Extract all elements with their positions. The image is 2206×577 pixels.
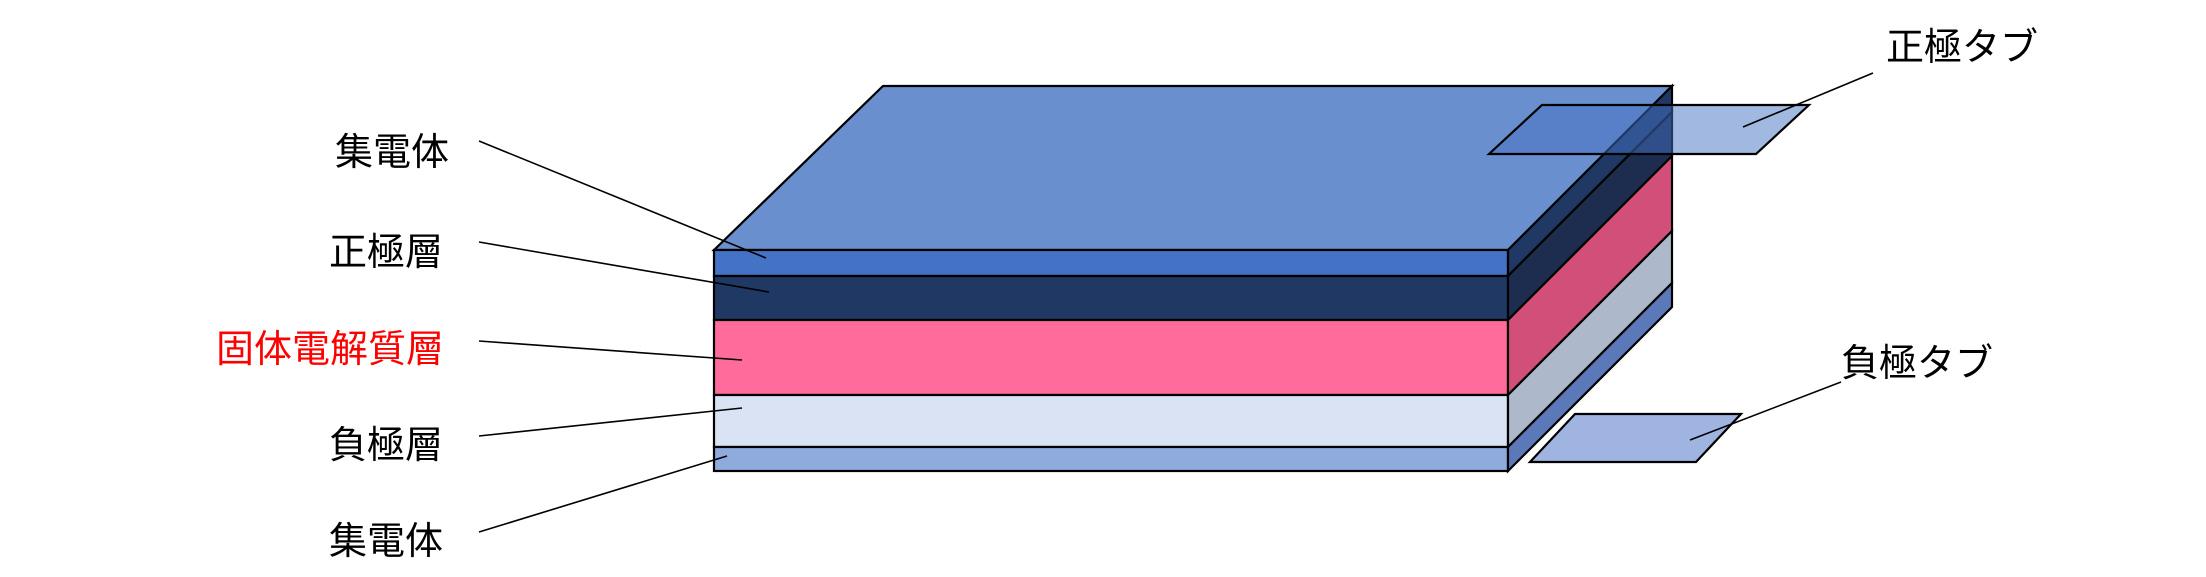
electrolyte-layer-front xyxy=(712,318,1510,397)
collector-bottom-front xyxy=(712,445,1510,473)
leader-positive-layer xyxy=(478,241,770,293)
label-negative-layer: 負極層 xyxy=(329,423,443,467)
leader-collector-bottom xyxy=(478,455,728,533)
label-positive-layer: 正極層 xyxy=(329,230,443,274)
negative-layer-front xyxy=(712,393,1510,449)
label-positive-tab: 正極タブ xyxy=(1886,25,2038,69)
top-face xyxy=(711,84,1675,252)
leader-positive-tab xyxy=(1742,72,1874,128)
leader-collector-top xyxy=(478,140,767,259)
positive-layer-front xyxy=(712,274,1510,322)
leader-negative-tab xyxy=(1689,381,1842,441)
collector-top-front xyxy=(712,248,1510,278)
leader-negative-layer xyxy=(478,407,743,437)
collector-bottom-side xyxy=(1506,280,1674,474)
label-current-collector-bottom: 集電体 xyxy=(329,519,443,563)
label-solid-electrolyte-layer: 固体電解質層 xyxy=(216,327,444,371)
leader-electrolyte xyxy=(478,340,743,361)
label-current-collector-top: 集電体 xyxy=(335,130,449,174)
positive-tab xyxy=(1486,103,1812,156)
negative-tab xyxy=(1527,412,1744,464)
label-negative-tab: 負極タブ xyxy=(1841,341,1993,385)
